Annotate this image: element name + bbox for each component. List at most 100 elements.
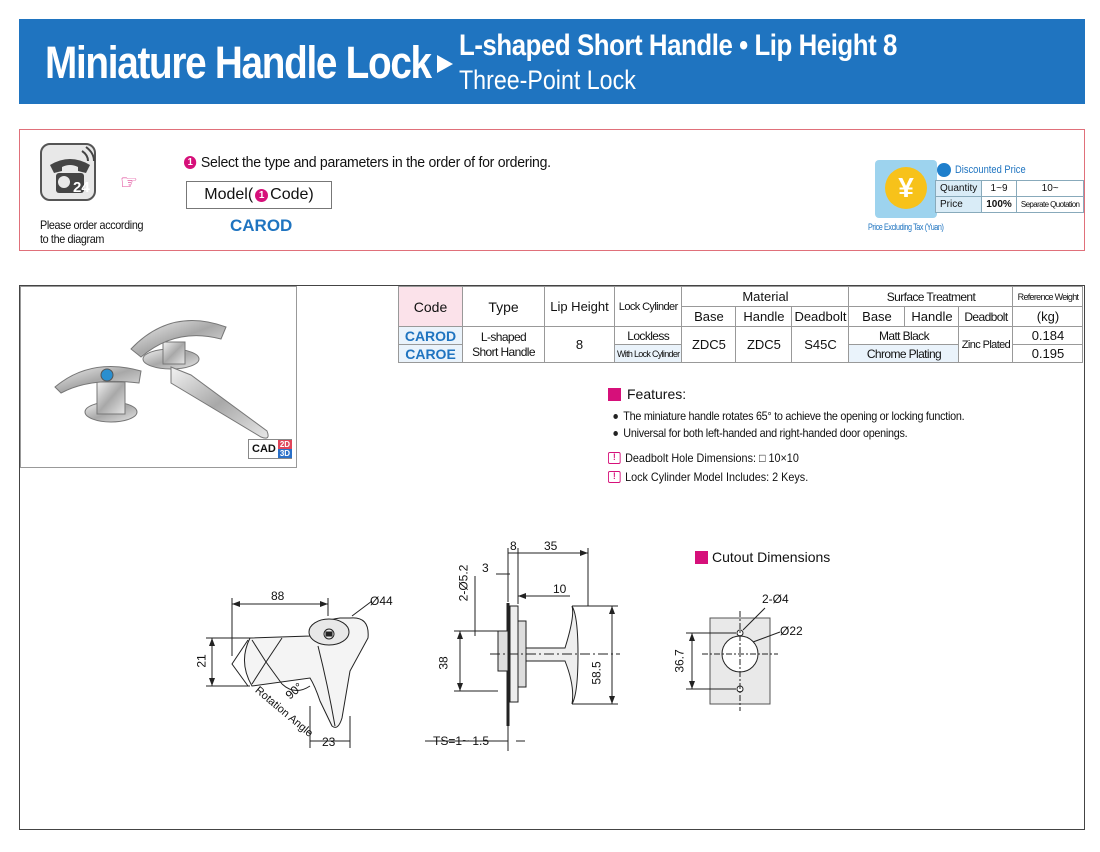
page-title: Miniature Handle Lock [45,37,432,88]
price-cell: Price [934,196,983,213]
list-item: Universal for both left-handed and right… [608,425,964,442]
dim-label: 3 [482,561,489,575]
col-header-surface-deadbolt: Deadbolt [958,306,1014,327]
row-lip: 8 [544,326,615,363]
phone-24-icon: 24 [40,143,96,201]
table-row: Code Type Lip Height Lock Cylinder Mater… [398,286,1084,327]
table-row: CAROD L-shaped Short Handle 8 Lockless Z… [398,326,1084,363]
dim-label: 23 [322,735,336,749]
col-header-surface-handle: Handle [904,306,960,327]
col-header-base: Base [681,306,737,327]
price-cell: 10~ [1015,180,1085,197]
price-cell: 1~9 [981,180,1017,197]
model-label: Model( [204,186,254,203]
table-row: CAROE With Lock Cylinder Chrome Plating … [398,344,1084,363]
warning-icon: ! [608,452,621,464]
list-item: The miniature handle rotates 65° to achi… [608,408,965,425]
dim-label: 2-Ø5.2 [456,564,471,602]
yen-icon: ¥ [885,167,927,209]
row-surface: Chrome Plating [848,344,960,363]
step-number-icon: 1 [184,156,197,169]
page-subtitle: L-shaped Short Handle • Lip Height 8 [459,29,897,62]
note-item: ! Deadbolt Hole Dimensions: □ 10×10 [608,451,964,465]
features-section: Features: The miniature handle rotates 6… [608,386,1004,484]
row-deadbolt-mat: S45C [791,326,850,363]
bullet-icon [613,414,618,419]
order-step: 1 Select the type and parameters in the … [184,154,551,171]
cad-3d-label: 3D [277,449,293,458]
col-header-weight-unit: (kg) [1012,306,1084,327]
note-text: Lock Cylinder Model Includes: 2 Keys. [625,470,809,484]
model-code-box: Model( 1 Code) [186,181,332,209]
cutout-title: Cutout Dimensions [695,549,830,565]
dim-label: 58.5 [589,661,604,685]
order-note: Please order according to the diagram [40,218,144,246]
price-cell: Separate Quotation [1015,196,1085,213]
discount-price-table: Quantity 1~9 10~ Price 100% Separate Quo… [934,180,1085,213]
row-base-mat: ZDC5 [681,326,737,363]
row-lock: Lockless [613,326,683,345]
col-header-code: Code [398,286,463,327]
table-row: Quantity 1~9 10~ [934,180,1085,197]
model-code-label: Code) [270,186,314,203]
section-marker-icon [608,387,621,401]
bullet-icon [613,431,618,436]
dim-label: Ø44 [370,594,393,608]
row-weight: 0.195 [1012,344,1084,363]
type-line2: Short Handle [472,344,535,359]
price-tile: ¥ [875,160,937,218]
dim-label: 35 [544,539,558,553]
arrow-right-icon [437,55,453,73]
phone-badge-text: 24 [73,179,90,196]
col-header-weight: Reference Weight [1012,286,1084,307]
cad-2d-label: 2D [277,440,293,449]
dim-label: 2-Ø4 [762,592,789,606]
table-row: Base Handle Deadbolt Base Handle Deadbol… [399,306,1084,327]
dim-label: 88 [271,589,285,603]
discount-title: Discounted Price [955,164,1026,176]
type-line1: L-shaped [480,329,527,344]
discount-dot-icon [937,163,951,177]
page-subtitle-2: Three-Point Lock [459,65,636,95]
dim-label: 21 [194,654,209,668]
technical-drawing [206,548,781,751]
note-item: ! Lock Cylinder Model Includes: 2 Keys. [608,470,964,484]
step-number-icon: 1 [255,188,269,202]
product-photo-illustration [54,320,269,439]
section-marker-icon [695,550,708,564]
dim-label: 38 [436,656,451,670]
price-note: Price Excluding Tax (Yuan) [868,222,944,232]
feature-text: The miniature handle rotates 65° to achi… [623,409,965,423]
table-row: Price 100% Separate Quotation [934,196,1085,213]
example-code: CAROD [230,216,293,235]
dim-label: TS=1~ 1.5 [433,734,490,748]
dim-label: 10 [553,582,567,596]
dim-label: 8 [510,539,517,553]
warning-icon: ! [608,471,621,483]
order-info-box: 24 Please order according to the diagram… [19,129,1085,251]
feature-text: Universal for both left-handed and right… [623,426,908,440]
pointing-hand-icon: ☞ [120,172,138,194]
dim-label: 36.7 [672,649,687,673]
header-banner: Miniature Handle Lock L-shaped Short Han… [19,19,1085,104]
col-header-lip: Lip Height [544,286,615,327]
spec-table: Code Type Lip Height Lock Cylinder Mater… [398,286,1084,363]
row-lock: With Lock Cylinder [613,344,683,363]
col-header-surface: Surface Treatment [848,286,1014,307]
cad-label: CAD [252,443,276,455]
note-text: Deadbolt Hole Dimensions: □ 10×10 [625,451,799,465]
price-cell: Quantity [934,180,983,197]
dim-label: Ø22 [780,624,803,638]
col-header-deadbolt: Deadbolt [791,306,850,327]
cutout-title-text: Cutout Dimensions [712,549,831,565]
features-title: Features: [627,386,687,402]
order-step-text: Select the type and parameters in the or… [200,154,551,171]
row-surface-deadbolt: Zinc Plated [958,326,1014,363]
col-header-handle: Handle [735,306,793,327]
row-code: CAROE [398,344,463,363]
col-header-type: Type [462,286,545,327]
price-cell: 100% [981,196,1017,213]
